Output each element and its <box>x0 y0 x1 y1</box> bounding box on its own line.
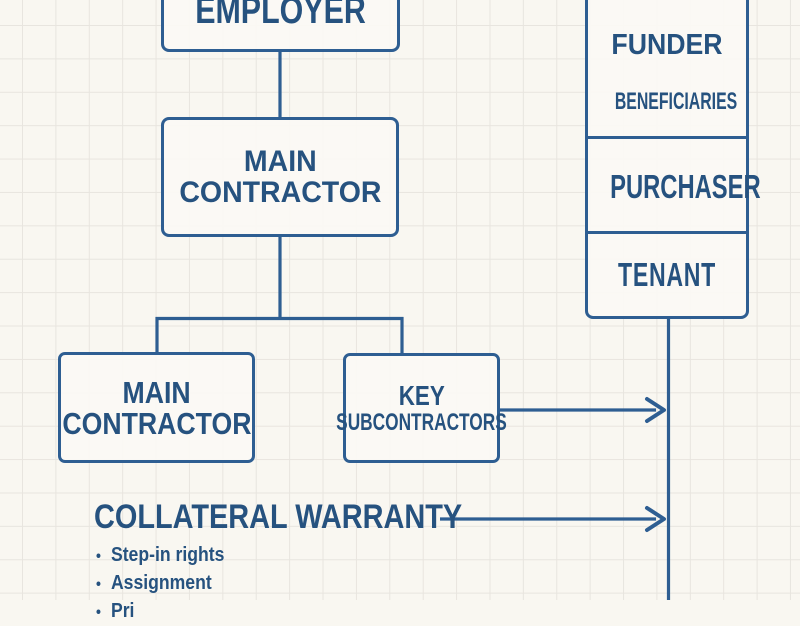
bullet-icon: • <box>96 604 101 621</box>
collateral-warranty-bullet-2: Assignment <box>110 572 212 594</box>
stakeholder-divider-1 <box>588 136 746 139</box>
key-subcontractors-box: KEY SUBCONTRACTORS <box>336 353 507 463</box>
collateral-warranty-title: COLLATERAL WARRANTY <box>94 498 463 536</box>
bullet-icon: • <box>96 548 101 565</box>
main-contractor-label-line2: CONTRACTOR <box>178 176 382 209</box>
list-item: • Step-in rights <box>96 542 378 570</box>
stakeholder-divider-2 <box>588 231 746 234</box>
connector-lines-layer <box>155 52 671 600</box>
main-contractor-box: MAIN CONTRACTOR <box>161 117 399 237</box>
main-contractor-left-box: MAIN CONTRACTOR <box>58 352 255 463</box>
key-subcontractors-label-line2: SUBCONTRACTORS <box>336 409 507 436</box>
list-item: • Pri <box>96 598 378 626</box>
main-contractor-left-label-line2: CONTRACTOR <box>61 405 252 441</box>
key-subcontractors-label-line1: KEY <box>398 380 445 411</box>
main-contractor-left-label-line1: MAIN <box>122 374 191 410</box>
funder-label: FUNDER <box>611 29 723 61</box>
purchaser-label: PURCHASER <box>610 168 761 205</box>
collateral-warranty-bullet-1: Step-in rights <box>110 544 225 566</box>
beneficiaries-label: BENEFICIARIES <box>614 88 738 115</box>
arrowhead-key-subcontractors-icon <box>645 397 666 423</box>
employer-label: EMPLOYER <box>195 0 366 32</box>
list-item: • Assignment <box>96 570 378 598</box>
employer-box: EMPLOYER <box>161 0 400 52</box>
arrowhead-collateral-warranty-icon <box>645 506 666 532</box>
collateral-warranty-list: • Step-in rights • Assignment • Pri <box>96 542 416 626</box>
tenant-label: TENANT <box>618 256 716 293</box>
main-contractor-label-line1: MAIN <box>243 145 317 178</box>
contract-structure-diagram: EMPLOYER MAIN CONTRACTOR MAIN CONTRACTOR… <box>58 0 761 622</box>
stakeholders-box: FUNDER BENEFICIARIES PURCHASER TENANT <box>585 0 761 319</box>
bullet-icon: • <box>96 576 101 593</box>
collateral-warranty-bullet-3: Pri <box>110 600 135 622</box>
